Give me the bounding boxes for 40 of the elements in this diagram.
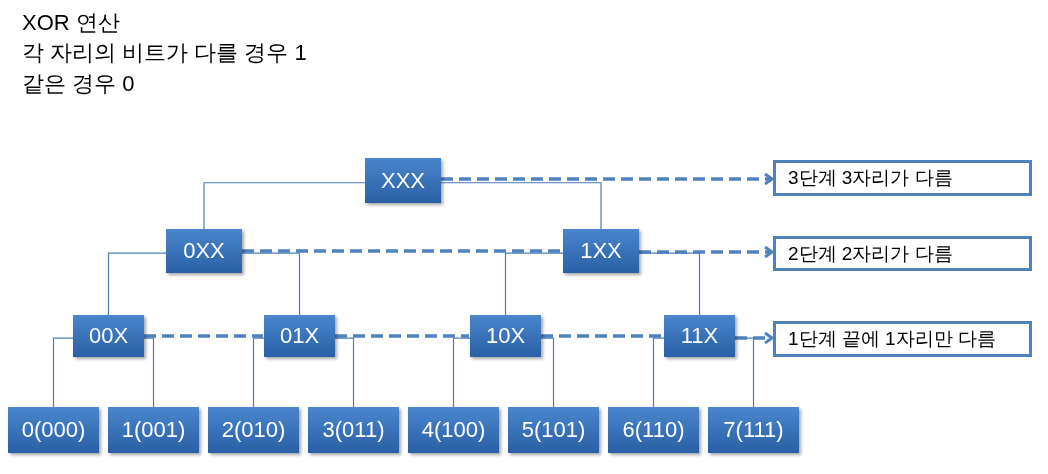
dashed-line	[541, 334, 663, 338]
dashed-arrow	[639, 245, 774, 259]
dashed-arrow	[441, 172, 774, 186]
tree-connector	[652, 337, 665, 408]
note-text: 같은 경우 0	[22, 70, 135, 98]
tree-node-box: 0XX	[166, 229, 242, 273]
leaf-box: 5(101)	[508, 407, 599, 453]
tree-node-box: 01X	[264, 315, 335, 357]
tree-node-box: 00X	[73, 315, 144, 357]
leaf-box: 3(011)	[308, 407, 399, 453]
tree-connector	[540, 337, 555, 408]
tree-connector	[504, 252, 564, 316]
leaf-box: 7(111)	[708, 407, 799, 453]
tree-connector	[203, 182, 366, 230]
leaf-box: 6(110)	[608, 407, 699, 453]
dashed-arrow	[735, 331, 774, 345]
tree-node-box: XXX	[365, 158, 441, 203]
dashed-line	[335, 334, 469, 338]
tree-connector	[440, 182, 602, 230]
tree-node-box: 1XX	[563, 229, 639, 273]
dashed-line	[242, 249, 562, 253]
note-box: 3단계 3자리가 다름	[773, 160, 1032, 196]
tree-connector	[143, 337, 155, 408]
tree-connector	[107, 252, 167, 316]
tree-connector	[334, 337, 355, 408]
leaf-box: 2(010)	[208, 407, 299, 453]
leaf-box: 0(000)	[8, 407, 99, 453]
note-text: 각 자리의 비트가 다를 경우 1	[22, 39, 307, 67]
dashed-line	[144, 334, 263, 338]
tree-connector	[452, 337, 471, 408]
tree-connector	[52, 337, 74, 408]
tree-node-box: 11X	[664, 315, 735, 357]
tree-connector	[241, 252, 301, 316]
tree-connector	[252, 337, 265, 408]
tree-node-box: 10X	[470, 315, 541, 357]
leaf-box: 4(100)	[408, 407, 499, 453]
title: XOR 연산	[22, 9, 120, 37]
note-box: 2단계 2자리가 다름	[773, 236, 1032, 271]
leaf-box: 1(001)	[108, 407, 199, 453]
note-box: 1단계 끝에 1자리만 다름	[773, 321, 1032, 357]
